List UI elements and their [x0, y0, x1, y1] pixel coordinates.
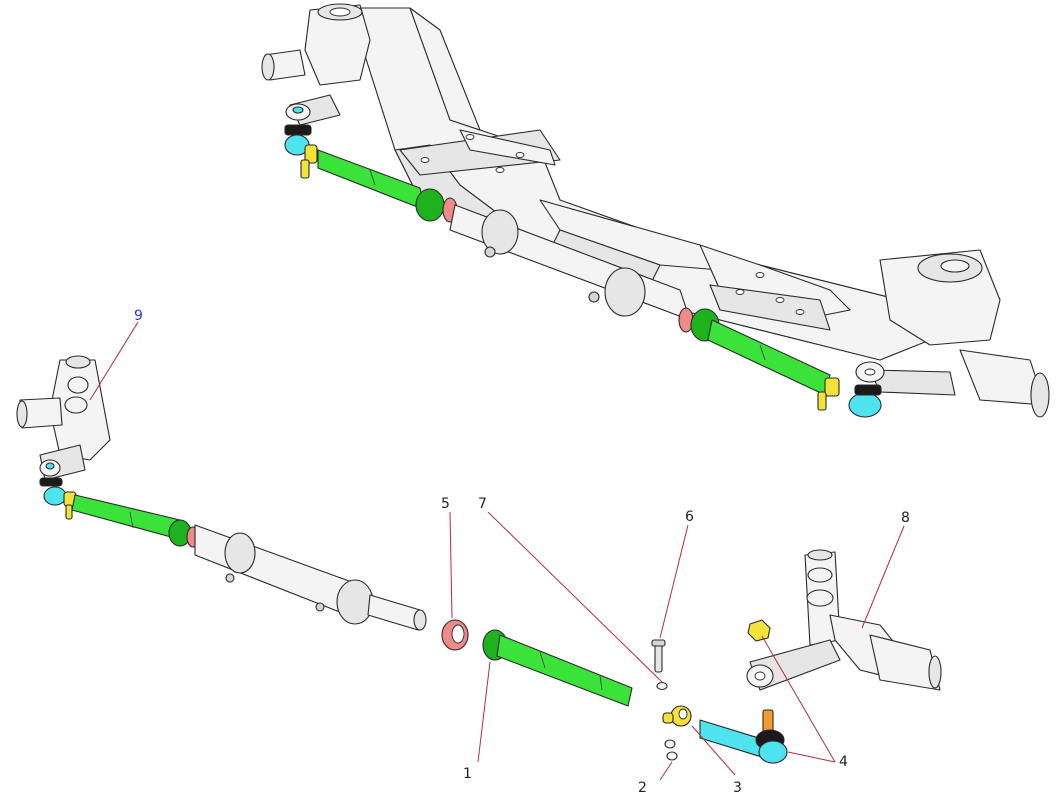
callout-5: 5	[441, 496, 450, 512]
exploded-left-tie-rod	[71, 494, 200, 548]
part-2-nut	[664, 739, 678, 761]
callout-8: 8	[901, 510, 910, 526]
leader-lines	[89, 321, 905, 781]
part-5-lock-ring	[441, 619, 469, 651]
leader-1	[477, 661, 491, 763]
part-6-bolt	[651, 639, 666, 673]
top-tie-rod-right-section	[678, 307, 831, 396]
part-3-clamp	[662, 705, 692, 727]
axle-assembly	[261, 3, 1050, 418]
leader-4b	[787, 751, 836, 763]
callout-9: 9	[134, 308, 143, 324]
axle-beam	[359, 7, 931, 361]
callout-2: 2	[638, 780, 647, 796]
left-steering-knuckle	[261, 3, 371, 126]
leader-4a	[761, 635, 836, 763]
right-steering-knuckle	[855, 249, 1050, 418]
leader-6	[659, 524, 689, 639]
leader-9	[89, 321, 139, 401]
callouts: 9 5 7 6 8 1 2 3 4	[134, 308, 910, 796]
callout-7: 7	[478, 496, 487, 512]
top-right-tie-rod-end	[817, 377, 882, 418]
part-8-steering-knuckle	[746, 549, 942, 691]
part-1-tie-rod-tube	[482, 629, 633, 707]
part-4-lock-nut	[747, 619, 771, 642]
leader-3	[691, 725, 736, 776]
leader-5	[449, 511, 453, 619]
part-4-tie-rod-end	[699, 709, 788, 764]
leader-7	[487, 511, 663, 683]
leader-8	[861, 525, 905, 629]
callout-1: 1	[463, 766, 472, 782]
left-knuckle-assembly	[16, 355, 111, 520]
callout-4: 4	[839, 754, 848, 770]
top-left-tie-rod-end	[284, 124, 318, 179]
part-7-washer	[656, 681, 668, 691]
exploded-steering-cylinder	[194, 524, 427, 631]
leader-2	[659, 761, 673, 781]
callout-6: 6	[685, 509, 694, 525]
callout-3: 3	[733, 780, 742, 796]
